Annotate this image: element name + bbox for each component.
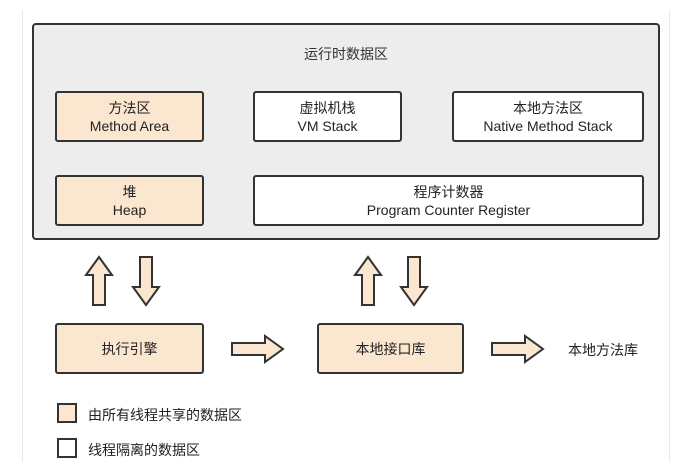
legend-isolated-label: 线程隔离的数据区 [88,442,200,458]
native-method-stack-label-zh: 本地方法区 [513,99,583,116]
native-library-label: 本地方法库 [568,342,638,358]
program-counter-label-en: Program Counter Register [366,201,531,218]
native-interface-label: 本地接口库 [355,340,426,357]
execution-engine-label: 执行引擎 [101,340,158,357]
outer-frame [22,10,670,462]
method-area-label-zh: 方法区 [108,99,151,116]
legend-shared-label: 由所有线程共享的数据区 [88,407,242,423]
native-method-stack-box: 本地方法区 Native Method Stack [452,91,644,142]
native-interface-box: 本地接口库 [317,323,464,374]
vm-stack-box: 虚拟机栈 VM Stack [253,91,402,142]
program-counter-box: 程序计数器 Program Counter Register [253,175,644,226]
runtime-data-area-title: 运行时数据区 [304,46,388,62]
native-method-stack-label-en: Native Method Stack [483,117,613,134]
heap-label-en: Heap [112,201,147,218]
vm-stack-label-en: VM Stack [297,117,358,134]
heap-box: 堆 Heap [55,175,204,226]
method-area-box: 方法区 Method Area [55,91,204,142]
method-area-label-en: Method Area [89,117,170,134]
program-counter-label-zh: 程序计数器 [413,183,484,200]
execution-engine-box: 执行引擎 [55,323,204,374]
vm-stack-label-zh: 虚拟机栈 [299,99,356,116]
heap-label-zh: 堆 [122,183,137,200]
legend-isolated-swatch [57,438,77,458]
legend-shared-swatch [57,403,77,423]
